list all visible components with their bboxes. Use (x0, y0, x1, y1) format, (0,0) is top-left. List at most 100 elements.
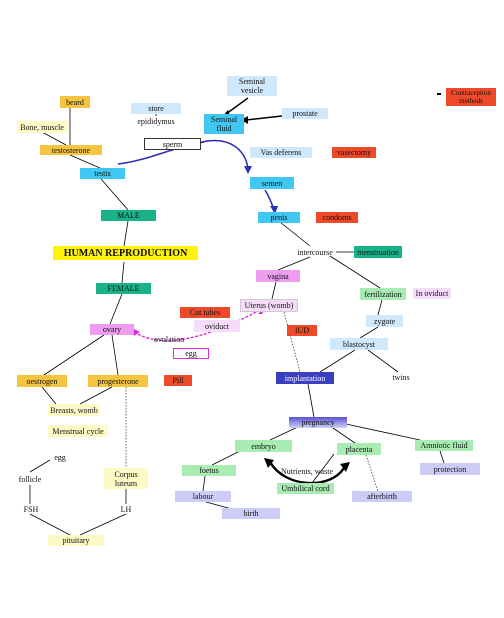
arrowhead-penis (270, 206, 278, 214)
node-labour: labour (175, 491, 231, 502)
arrowhead-ovary (132, 328, 140, 336)
node-vagina: vagina (256, 270, 300, 282)
link-labour-birth (205, 501, 233, 510)
node-egg-ovulation: egg (173, 348, 209, 359)
arrow-prostate-fluid (245, 115, 283, 121)
link-placenta-afterbirth (365, 454, 379, 492)
node-umbilical-cord: Umbilical cord (277, 483, 334, 494)
legend-contraception: Contraception methods (446, 88, 496, 106)
arrow-ovary-oviduct (133, 309, 261, 342)
node-zygote: zygote (366, 315, 403, 327)
node-penis: penis (258, 212, 300, 223)
link-placenta-umbilical (311, 453, 335, 484)
node-male: MALE (101, 210, 156, 221)
link-uterus-implantation (283, 311, 301, 373)
node-oestrogen: oestrogen (17, 375, 67, 387)
node-store: store (131, 103, 181, 114)
node-ovary: ovary (90, 324, 134, 335)
node-placenta: placenta (337, 443, 381, 455)
link-pregnancy-amniotic (345, 423, 421, 441)
link-hr-female (121, 261, 125, 284)
node-egg-follicle: egg (54, 452, 66, 462)
node-condoms: condoms (316, 212, 358, 223)
node-vas-deferens: Vas deferens (250, 147, 312, 158)
node-testis: testis (80, 168, 125, 179)
link-fsh-pituitary (29, 513, 71, 536)
link-egg-follicle (29, 459, 51, 473)
node-female: FEMALE (96, 283, 151, 294)
node-follicle: follicle (18, 474, 42, 484)
node-fsh: FSH (23, 504, 39, 514)
node-seminal-fluid: Seminal fluid (204, 114, 244, 134)
node-oviduct: oviduct (194, 320, 240, 332)
arrowhead-exchange-left (264, 458, 274, 468)
arrow-exchange (268, 461, 346, 485)
node-lh: LH (120, 504, 132, 514)
link-oestrogen-breasts (41, 386, 57, 405)
link-bone-testosterone (41, 131, 67, 146)
node-ovulation: ovulation (153, 334, 185, 344)
node-vasectomy: vasectomy (332, 147, 376, 158)
link-fert-zygote (377, 299, 383, 316)
arrowhead-semen (244, 166, 252, 174)
node-beard: beard (60, 96, 90, 108)
link-intercourse-vagina (277, 256, 311, 271)
link-implantation-pregnancy (307, 383, 315, 418)
node-pregnancy: pregnancy (289, 417, 347, 428)
node-afterbirth: afterbirth (352, 491, 412, 502)
node-progesterone: progesterone (88, 375, 148, 387)
link-blastocyst-twins (367, 349, 399, 373)
node-human-reproduction: HUMAN REPRODUCTION (53, 246, 198, 260)
node-breasts-womb: Breasts, womb (48, 404, 100, 416)
node-birth: birth (222, 508, 280, 519)
link-intercourse-fertilization (329, 255, 381, 289)
node-seminal-vesicle: Seminal vesicle (227, 76, 277, 96)
link-lh-pituitary (79, 513, 127, 536)
link-ovary-oestrogen (43, 334, 105, 376)
node-semen: semen (250, 177, 294, 189)
link-progesterone-breasts (79, 386, 113, 405)
link-male-hr (123, 220, 129, 247)
node-protection: protection (420, 463, 480, 475)
node-testosterone: testosterone (40, 145, 102, 155)
node-uterus: Uterus (womb) (240, 299, 298, 312)
node-intercourse: intercourse (297, 248, 333, 257)
link-vagina-uterus (271, 281, 277, 300)
legend-marker (437, 93, 441, 95)
node-foetus: foetus (182, 465, 236, 476)
link-embryo-foetus (211, 450, 241, 466)
link-ovary-progesterone (111, 334, 119, 376)
node-sperm: sperm (144, 138, 201, 150)
arrowhead-exchange-right (340, 462, 350, 472)
node-cut-tubes: Cut tubes (180, 307, 230, 318)
node-pill: Pill (164, 375, 192, 386)
node-fertilization: fertilization (360, 288, 406, 300)
node-nutrients-waste: Nutrients, waste (281, 466, 333, 476)
node-embryo: embryo (235, 440, 292, 452)
node-blastocyst: blastocyst (330, 338, 388, 350)
node-iud: IUD (287, 325, 317, 336)
link-female-ovary (109, 293, 123, 325)
link-foetus-labour (202, 475, 206, 492)
node-menstrual-cycle: Menstrual cycle (48, 425, 108, 437)
arrow-vesicle-fluid (225, 97, 249, 115)
node-corpus-luteum: Corpus luteum (104, 468, 148, 489)
node-menstruation: menstruation (354, 246, 402, 258)
link-pregnancy-placenta (329, 425, 356, 444)
arrowhead-prostate (241, 116, 248, 124)
link-pregnancy-embryo (269, 425, 301, 441)
node-pituitary: pituitary (48, 535, 104, 546)
node-implantation: implantation (276, 372, 334, 384)
node-twins: twins (392, 372, 410, 382)
link-blastocyst-implantation (319, 349, 356, 373)
node-epididymus: epididymus (137, 116, 175, 126)
link-amniotic-protection (439, 450, 445, 464)
node-bone-muscle: Bone, muscle (17, 121, 67, 133)
node-amniotic-fluid: Amniotic fluid (415, 440, 473, 451)
arrow-sperm-semen (201, 139, 249, 169)
link-testosterone-testis (69, 154, 101, 169)
link-testis-male (100, 178, 129, 211)
link-zygote-blastocyst (359, 326, 379, 339)
link-testis-intercourse (279, 221, 311, 247)
node-in-oviduct: In oviduct (413, 288, 451, 299)
